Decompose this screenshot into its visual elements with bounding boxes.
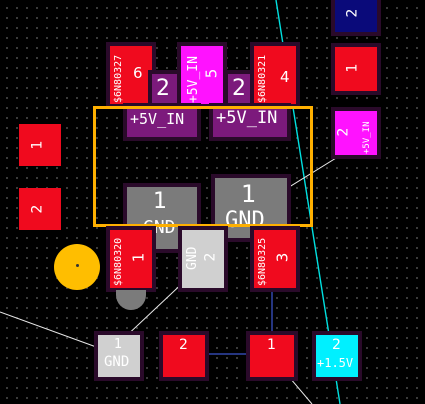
pad-bottom-red-1[interactable]: 1 [246,331,298,381]
pad-cyan-1v5[interactable]: 2 +1.5V [312,331,362,381]
pad-6-ref: $6N80327 [113,54,124,103]
pad-gnd-bottom-number: 1 [114,337,123,352]
pad-2b-number: 2 [232,76,246,101]
pad-3-ref: $6N80325 [257,237,268,286]
pad-bottom-red-2[interactable]: 2 [159,331,209,381]
pad-2-purple-b[interactable]: 2 [224,70,258,108]
pad-1-number: 1 [129,252,148,263]
pad-bottom-red-2-number: 2 [179,337,188,353]
pad-gnd-bottom-net: GND [104,354,130,370]
pad-right-1[interactable]: 1 [331,43,381,95]
selection-box [93,106,313,227]
pad-gnd-2-net: GND [185,246,200,270]
pad-5-net: +5V_IN [186,56,201,103]
pad-6-number: 6 [133,64,143,82]
pad-navy-2[interactable]: 2 [331,0,381,36]
pad-3-mid[interactable]: $6N80325 3 [250,226,300,292]
pad-left-1-number: 1 [29,140,46,150]
pad-gnd-right-number: 1 [241,180,257,208]
round-pad[interactable] [116,290,146,310]
pad-left-1[interactable]: 1 [19,124,61,166]
pad-gnd-left-number: 1 [153,189,167,214]
pad-6-top[interactable]: $6N80327 6 [106,42,156,108]
pad-gnd-right[interactable]: 1 GND [211,174,291,242]
via-pad[interactable] [54,244,100,290]
pad-gnd-bottom[interactable]: 1 GND [94,331,144,381]
trace-white-left[interactable] [0,311,111,353]
pad-5v-in-right[interactable]: +5V_IN [209,103,291,141]
pad-2-purple-a[interactable]: 2 [148,70,184,108]
pad-gnd-2-mid[interactable]: GND 2 [178,226,228,292]
pad-right-2-net: +5V_IN [362,121,372,154]
pad-4-number: 4 [280,68,290,86]
via-center-dot [76,264,79,267]
pad-4-top[interactable]: $6N80321 4 [250,42,300,108]
pad-3-number: 3 [273,252,292,263]
pad-1-mid[interactable]: $6N80320 1 [106,226,156,292]
pad-cyan-net: +1.5V [317,356,354,370]
pad-right-1-number: 1 [344,63,361,73]
pad-right-2[interactable]: 2 +5V_IN [331,107,381,159]
pad-5v-in-left[interactable]: +5V_IN [123,103,201,141]
pad-5v-in-left-net: +5V_IN [130,110,185,128]
pad-left-2[interactable]: 2 [19,188,61,230]
pad-gnd-2-number: 2 [202,252,219,262]
pad-5-number: 5 [202,68,221,79]
pad-left-2-number: 2 [29,204,46,214]
pad-cyan-number: 2 [332,337,341,353]
pad-2a-number: 2 [156,76,170,101]
pad-navy-2-number: 2 [344,8,361,18]
pad-bottom-red-1-number: 1 [267,337,276,353]
pad-right-2-number: 2 [335,127,352,137]
pad-5v-in-right-net: +5V_IN [216,108,278,128]
trace-white-bottom[interactable] [289,377,313,404]
pad-4-ref: $6N80321 [257,54,268,103]
pad-1-ref: $6N80320 [113,237,124,286]
pad-5-top[interactable]: +5V_IN 5 [177,42,227,108]
